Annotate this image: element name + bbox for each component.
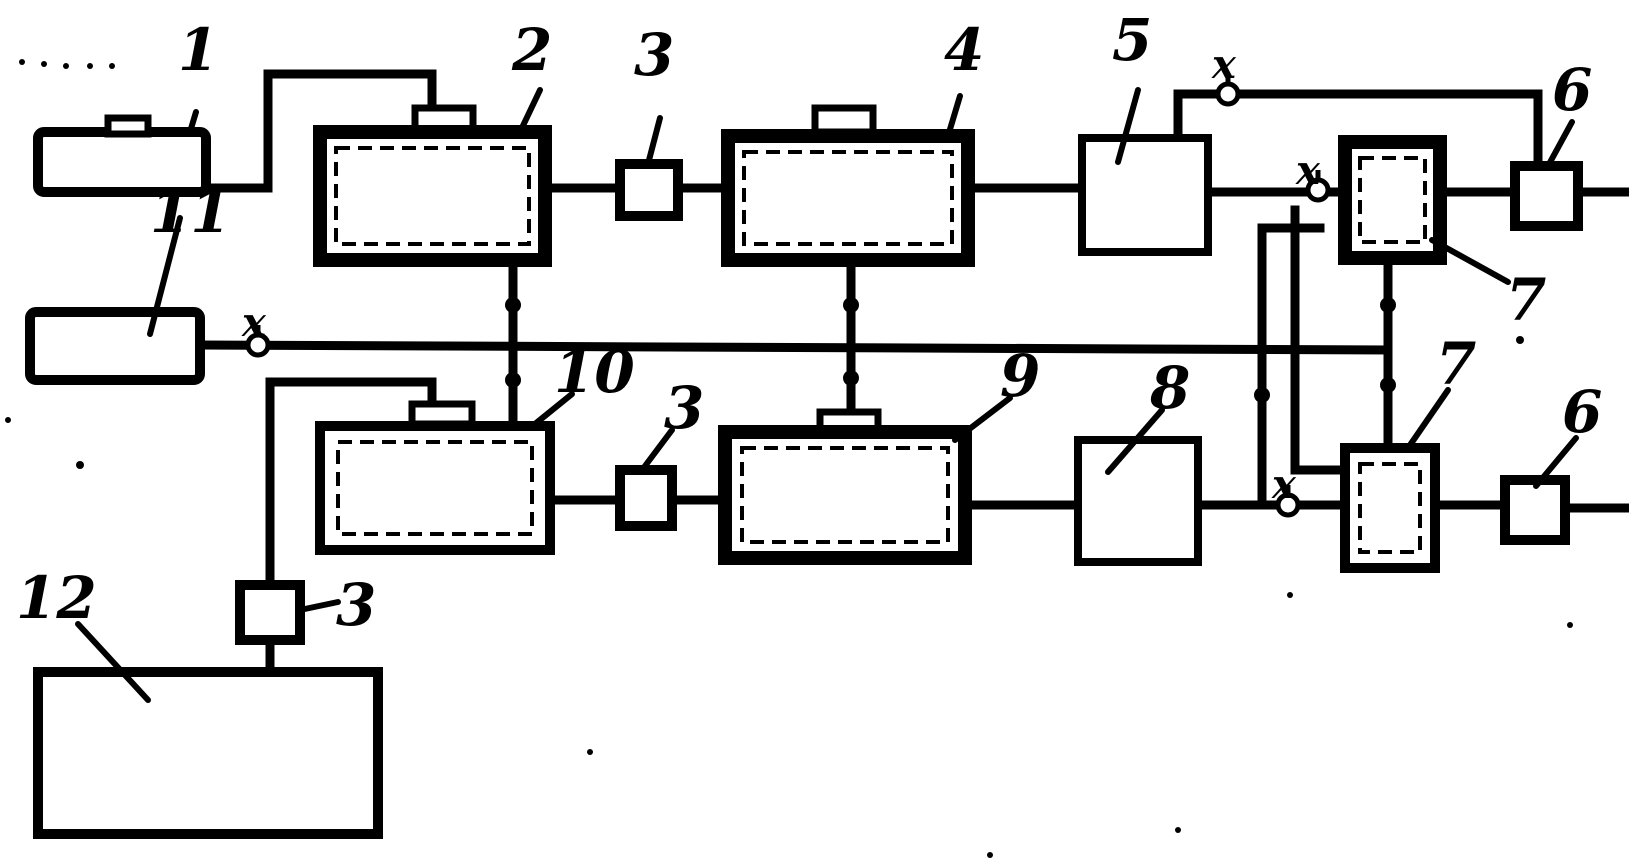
block-3-small (235, 580, 305, 645)
leader-9 (952, 395, 1013, 443)
label-7a: 7 (1506, 266, 1546, 334)
label-6b: 6 (1562, 378, 1602, 446)
valve-top (1215, 74, 1241, 107)
scan-specks (5, 59, 1573, 858)
leader-11 (147, 215, 183, 337)
label-12: 12 (16, 564, 97, 632)
label-2: 2 (511, 16, 552, 84)
valve-mid (1305, 170, 1331, 203)
leader-6b (1533, 435, 1579, 489)
leader-1 (187, 109, 199, 135)
valves (245, 74, 1331, 518)
block-2 (313, 104, 552, 267)
leader-12 (75, 621, 151, 703)
leader-lines (75, 87, 1579, 703)
block-6-upper (1510, 161, 1583, 231)
label-3b: 3 (664, 374, 704, 442)
label-5: 5 (1112, 6, 1152, 74)
valve-label-mid: x (1295, 147, 1321, 194)
block-12 (33, 667, 383, 839)
riser-left (1257, 223, 1325, 510)
label-11: 11 (150, 178, 231, 246)
leader-7a (1429, 237, 1511, 285)
label-3c: 3 (336, 571, 376, 639)
tank-11 (25, 307, 205, 385)
leader-3a (645, 115, 663, 167)
label-6a: 6 (1552, 56, 1592, 124)
block-9 (718, 408, 972, 565)
labels: 1 2 3 4 5 6 7 11 10 3 9 8 7 6 12 3 x x x… (16, 6, 1602, 639)
label-9: 9 (1000, 342, 1040, 410)
valve-low (1275, 485, 1301, 518)
block-3-lower (615, 465, 677, 531)
tank-1 (33, 114, 211, 197)
link-3-to-10 (265, 377, 437, 590)
leader-2 (517, 87, 543, 135)
joint-4-9-b (843, 370, 859, 386)
pipe-11-main (195, 340, 1393, 355)
valve-left (245, 325, 271, 358)
leader-4 (945, 93, 963, 139)
joints (505, 297, 1396, 403)
pipe-1-to-2 (200, 69, 437, 193)
label-7b: 7 (1436, 330, 1476, 398)
label-4: 4 (944, 16, 984, 84)
block-10 (315, 400, 555, 555)
leader-6a (1545, 119, 1575, 169)
label-10: 10 (554, 338, 635, 406)
block-3-upper (615, 159, 683, 221)
block-6-lower (1500, 475, 1570, 545)
joint-riser (1254, 387, 1270, 403)
block-7-upper (1338, 135, 1447, 265)
leader-7b (1405, 387, 1451, 451)
connection-lines (195, 69, 1629, 675)
block-7-lower (1340, 443, 1440, 573)
leader-3c (297, 599, 341, 613)
valve-label-low: x (1271, 461, 1297, 508)
label-3a: 3 (634, 21, 674, 89)
joint-2-10-a (505, 297, 521, 313)
joint-4-9-a (843, 297, 859, 313)
bypass-5-to-6 (1173, 89, 1543, 171)
label-1: 1 (178, 16, 218, 84)
leader-5 (1115, 87, 1141, 165)
joint-7-7-a (1380, 297, 1396, 313)
leader-8 (1105, 407, 1165, 475)
riser-right (1290, 205, 1350, 475)
block-8 (1074, 436, 1202, 566)
label-8: 8 (1149, 354, 1190, 422)
leader-3b (639, 427, 675, 473)
block-5 (1078, 134, 1212, 256)
blocks (25, 104, 1583, 839)
valve-label-top: x (1211, 41, 1237, 88)
leader-10 (527, 391, 575, 431)
joint-2-10-b (505, 372, 521, 388)
block-4 (721, 104, 975, 267)
valve-label-left: x (241, 299, 267, 346)
joint-7-7-b (1380, 377, 1396, 393)
